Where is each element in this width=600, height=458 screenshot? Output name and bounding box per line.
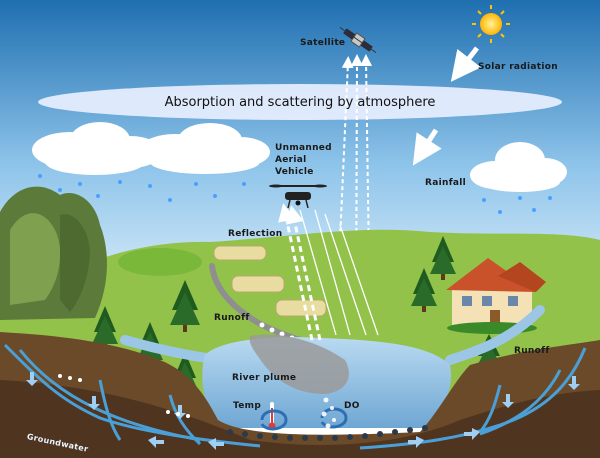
cloud-left (32, 122, 162, 175)
river-bed-dots (227, 425, 428, 441)
mountain (0, 186, 107, 320)
solar-reflection-lines (299, 209, 379, 336)
label-uav-line2: Aerial (275, 155, 307, 165)
grass-patch (118, 248, 202, 276)
sun-icon (472, 5, 510, 43)
label-uav-line3: Vehicle (275, 167, 314, 177)
label-rainfall: Rainfall (425, 178, 467, 188)
river-plume (249, 334, 349, 394)
label-temp: Temp (233, 401, 262, 411)
label-atmosphere: Absorption and scattering by atmosphere (164, 94, 436, 110)
satellite-icon (339, 26, 377, 54)
sediment-dots (58, 374, 190, 418)
label-runoff-left: Runoff (214, 313, 250, 323)
label-reflection: Reflection (228, 229, 283, 239)
label-runoff-right: Runoff (514, 346, 550, 356)
stream-right (445, 305, 545, 365)
label-river-plume: River plume (232, 373, 297, 383)
reflection-arrows (278, 203, 322, 341)
crop-fields (213, 245, 327, 317)
label-satellite: Satellite (300, 38, 346, 48)
cloud-right (470, 142, 567, 192)
house-icon (446, 258, 546, 334)
label-uav: Unmanned Aerial Vehicle (275, 142, 332, 178)
do-bubbles (321, 397, 336, 429)
uav-drone-icon (269, 184, 327, 209)
rain-drops (38, 174, 552, 214)
label-uav-line1: Unmanned (275, 143, 332, 153)
label-solar-radiation: Solar radiation (478, 62, 558, 72)
groundwater-arrows (26, 372, 580, 450)
cloud-center (140, 123, 270, 174)
atmosphere-layer (38, 84, 562, 120)
label-do: DO (344, 401, 360, 411)
solar-radiation-arrows (412, 46, 482, 166)
